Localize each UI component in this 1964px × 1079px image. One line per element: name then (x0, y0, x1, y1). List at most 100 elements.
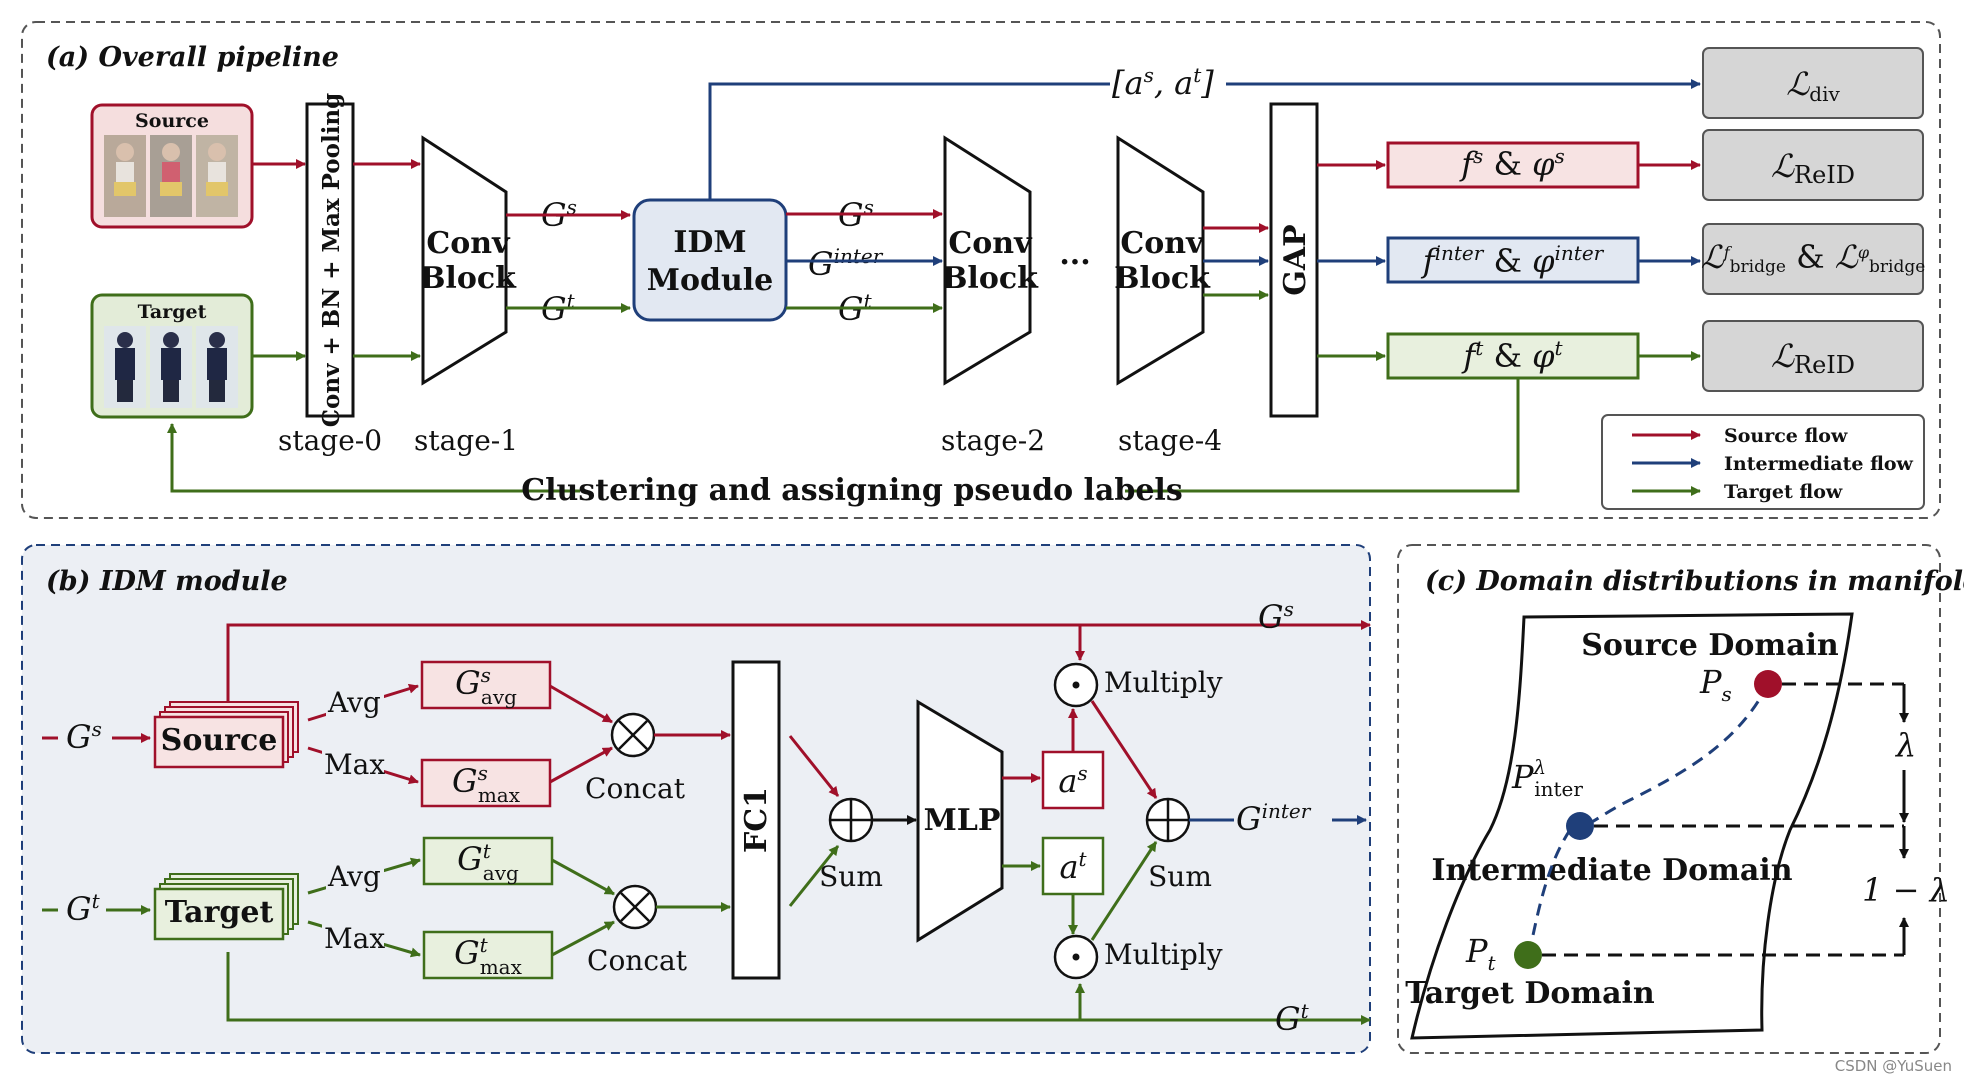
b-attention-as-box: as (1041, 750, 1105, 810)
b-sum-label-2: Sum (1148, 860, 1212, 893)
clustering-label: Clustering and assigning pseudo labels (521, 473, 1182, 508)
source-reid-loss-box: ℒReID (1702, 129, 1924, 201)
legend-inter-label: Intermediate flow (1724, 453, 1914, 475)
stage2-conv-label-line2: Block (942, 261, 1039, 296)
b-mlp-block: MLP (916, 699, 1004, 943)
bridge-loss-symbol-f: ℒ (1701, 238, 1725, 276)
c-target-domain-label: Target Domain (1405, 976, 1655, 1011)
c-path-inter-to-target (1528, 829, 1572, 951)
c-source-domain-label: Source Domain (1581, 628, 1839, 663)
idm-module-box: IDM Module (632, 198, 788, 322)
div-loss-box: ℒdiv (1702, 47, 1924, 119)
b-target-concat-label: Concat (587, 944, 688, 977)
b-sum-op-1 (828, 797, 874, 843)
c-path-source-to-inter (1579, 683, 1770, 828)
source-reid-loss-symbol: ℒ (1771, 147, 1795, 185)
stage4-conv-label-line2: Block (1114, 261, 1211, 296)
b-source-max-label: Max (324, 748, 385, 781)
stage-label-0: stage-0 (278, 424, 382, 457)
source-feature-box: fs & φs (1386, 141, 1640, 189)
gap-label: GAP (1278, 224, 1313, 295)
target-image-label: Target (138, 301, 207, 323)
stage-label-1: stage-1 (414, 424, 518, 457)
feedback-line-left (167, 423, 580, 493)
svg-text:ℒfbridge & ℒφbridge: ℒfbridge & ℒφbridge (1701, 238, 1926, 277)
c-source-point (1754, 670, 1782, 698)
inter-feature-amp: & (1493, 242, 1521, 280)
stage1-conv-label-line2: Block (420, 261, 517, 296)
panel-c-title: (c) Domain distributions in manifold (1425, 566, 1964, 597)
b-source-label: Source (161, 723, 278, 758)
panel-c-border (1397, 544, 1941, 1054)
stage4-conv-label-line1: Conv (1120, 226, 1205, 261)
svg-text:ℒReID: ℒReID (1771, 337, 1855, 379)
b-sum-label-1: Sum (819, 860, 883, 893)
stage-label-4: stage-4 (1118, 424, 1222, 457)
b-target-label: Target (165, 895, 274, 930)
b-target-feature-stack: Target (153, 873, 299, 941)
arrow-attention-to-div-loss (708, 79, 1701, 200)
b-gs-bypass-line (226, 620, 1371, 702)
legend-target-label: Target flow (1724, 481, 1843, 503)
svg-text:finter & φinter: finter & φinter (1421, 241, 1605, 280)
b-source-concat-op (610, 712, 656, 758)
b-source-concat-label: Concat (585, 772, 686, 805)
b-sum-op-2 (1145, 797, 1191, 843)
bridge-loss-sub-phi: bridge (1869, 257, 1925, 277)
stage-label-2: stage-2 (941, 424, 1045, 457)
source-person-thumbnails (104, 135, 238, 217)
b-source-avg-label: Avg (327, 686, 381, 719)
div-loss-subscript: div (1809, 82, 1840, 106)
source-feature-amp: & (1493, 145, 1521, 183)
b-gt-bypass-line (226, 952, 1371, 1025)
source-reid-loss-subscript: ReID (1794, 161, 1855, 189)
target-image-box: Target (90, 293, 254, 419)
target-feature-amp: & (1493, 337, 1521, 375)
flow-legend: Source flow Intermediate flow Target flo… (1601, 414, 1925, 510)
source-image-label: Source (135, 110, 209, 132)
c-lambda-label: λ (1894, 726, 1916, 764)
c-intermediate-point (1566, 812, 1594, 840)
feedback-line-right (1125, 378, 1520, 493)
idm-label-line2: Module (647, 263, 774, 298)
idm-label-line1: IDM (673, 225, 746, 260)
c-intermediate-domain-label: Intermediate Domain (1431, 853, 1792, 888)
c-one-minus-lambda-label: 1 − λ (1862, 871, 1950, 909)
watermark: CSDN @YuSuen (1835, 1057, 1952, 1075)
panel-b-title: (b) IDM module (46, 566, 288, 597)
inter-feature-box: finter & φinter (1386, 236, 1640, 284)
b-target-max-label: Max (324, 922, 385, 955)
target-reid-loss-box: ℒReID (1702, 320, 1924, 392)
b-multiply-label-bottom: Multiply (1104, 938, 1223, 971)
b-multiply-op-top (1053, 662, 1099, 708)
div-loss-symbol: ℒ (1786, 65, 1810, 103)
ellipsis: ... (1059, 237, 1090, 272)
b-multiply-label-top: Multiply (1104, 666, 1223, 699)
panel-a-title: (a) Overall pipeline (46, 42, 339, 73)
b-multiply-op-bottom (1053, 934, 1099, 980)
stage2-conv-block: Conv Block (942, 135, 1039, 386)
target-person-thumbnails (104, 326, 238, 408)
stage0-block-label: Conv + BN + Max Pooling (318, 93, 345, 428)
c-ps-label: Ps (1699, 663, 1732, 706)
legend-source-label: Source flow (1724, 425, 1848, 447)
target-reid-loss-symbol: ℒ (1771, 337, 1795, 375)
bridge-loss-box: ℒfbridge & ℒφbridge (1701, 223, 1926, 295)
svg-text:ℒdiv: ℒdiv (1786, 65, 1840, 106)
b-gs-output-label: Gs (1258, 597, 1294, 636)
panel-a-border (21, 21, 1941, 519)
stage4-conv-block: Conv Block (1114, 135, 1211, 386)
gap-block: GAP (1269, 102, 1319, 418)
ginter-label-stage2: Ginter (808, 244, 884, 283)
c-target-point (1514, 941, 1542, 969)
bridge-loss-symbol-phi: ℒ (1835, 238, 1859, 276)
b-target-avg-label: Avg (327, 860, 381, 893)
svg-text:fs & φs: fs & φs (1459, 144, 1565, 183)
manifold-surface (1410, 612, 1854, 1040)
stage2-conv-label-line1: Conv (948, 226, 1033, 261)
